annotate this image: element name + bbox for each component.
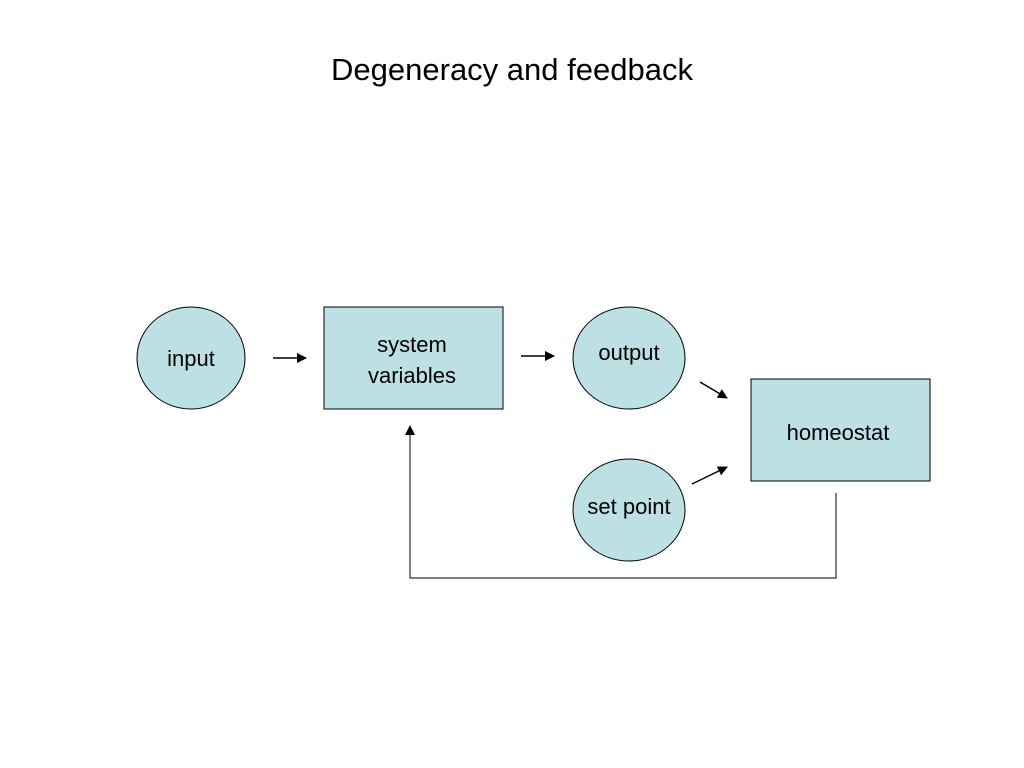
arrow-set-point-to-homeostat <box>691 466 728 485</box>
arrow-feedback-homeostat-to-system-variables <box>405 425 837 579</box>
node-output: output <box>572 306 686 410</box>
slide-title: Degeneracy and feedback <box>331 52 693 87</box>
arrow-output-to-homeostat <box>699 381 728 399</box>
node-input: input <box>136 306 246 410</box>
node-system-variables: system variables <box>323 306 504 410</box>
node-input-label: input <box>167 346 215 371</box>
node-output-label: output <box>598 340 659 365</box>
node-set-point-label: set point <box>587 494 670 519</box>
node-homeostat-label: homeostat <box>787 420 890 445</box>
node-homeostat: homeostat <box>750 378 931 482</box>
node-set-point: set point <box>572 458 686 562</box>
node-system-variables-label-line1: system <box>377 332 447 357</box>
node-system-variables-label-line2: variables <box>368 363 456 388</box>
